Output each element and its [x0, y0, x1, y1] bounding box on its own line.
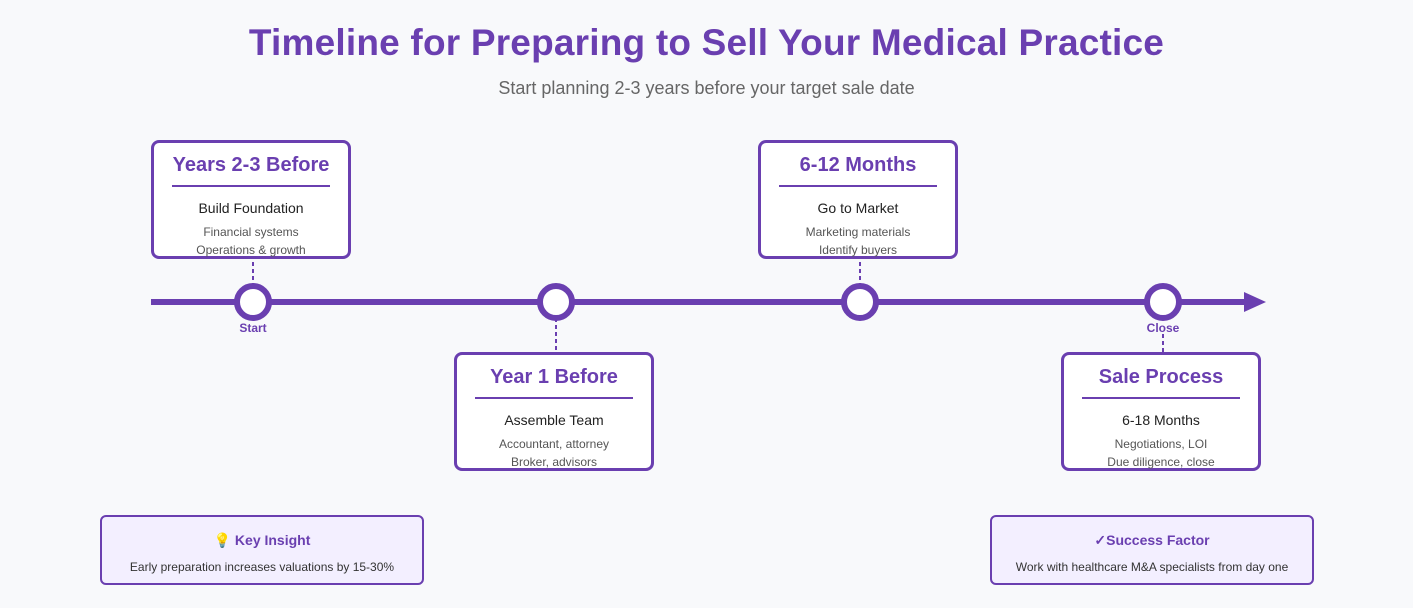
stage-detail: Due diligence, close: [1107, 455, 1215, 469]
stage-box-year-1: Year 1 Before Assemble Team Accountant, …: [454, 352, 654, 471]
stage-title: Year 1 Before: [490, 366, 618, 388]
milestone-marker-4: [1144, 283, 1182, 321]
stage-title: Sale Process: [1098, 366, 1224, 388]
key-insight-callout: 💡 Key Insight Early preparation increase…: [100, 515, 424, 585]
stage-heading: Build Foundation: [198, 200, 304, 216]
stage-title: Years 2-3 Before: [172, 154, 330, 176]
stage-divider: [172, 185, 330, 187]
milestone-marker-1: [234, 283, 272, 321]
stage-detail: Broker, advisors: [510, 455, 598, 469]
timeline-arrowhead: [1244, 292, 1266, 312]
stage-detail: Accountant, attorney: [498, 437, 610, 451]
stage-heading: Go to Market: [817, 200, 899, 216]
stage-title: 6-12 Months: [799, 154, 917, 176]
callout-title: 💡 Key Insight: [102, 532, 422, 549]
stage-detail: Financial systems: [203, 225, 299, 239]
stage-detail: Negotiations, LOI: [1114, 437, 1208, 451]
stage-heading: 6-18 Months: [1122, 412, 1200, 428]
marker-label-start: Start: [239, 321, 267, 335]
milestone-marker-2: [537, 283, 575, 321]
stage-divider: [779, 185, 937, 187]
stage-detail: Identify buyers: [818, 243, 898, 257]
lightbulb-icon: 💡: [213, 532, 232, 548]
callout-text: Early preparation increases valuations b…: [129, 560, 395, 574]
checkmark-icon: ✓: [1094, 532, 1107, 548]
stage-divider: [475, 397, 633, 399]
stage-box-sale-process: Sale Process 6-18 Months Negotiations, L…: [1061, 352, 1261, 471]
milestone-marker-3: [841, 283, 879, 321]
page-subtitle: Start planning 2-3 years before your tar…: [498, 78, 915, 98]
callout-title-text: Key Insight: [234, 532, 311, 548]
stage-detail: Marketing materials: [805, 225, 911, 239]
callout-title-text: Success Factor: [1106, 532, 1210, 548]
callout-title: ✓Success Factor: [992, 532, 1312, 549]
stage-heading: Assemble Team: [504, 412, 604, 428]
stage-detail: Operations & growth: [196, 243, 306, 257]
callout-text: Work with healthcare M&A specialists fro…: [1015, 560, 1289, 574]
marker-label-close: Close: [1146, 321, 1180, 335]
page-title: Timeline for Preparing to Sell Your Medi…: [248, 22, 1165, 63]
stage-box-years-2-3: Years 2-3 Before Build Foundation Financ…: [151, 140, 351, 259]
stage-box-6-12-months: 6-12 Months Go to Market Marketing mater…: [758, 140, 958, 259]
success-factor-callout: ✓Success Factor Work with healthcare M&A…: [990, 515, 1314, 585]
stage-divider: [1082, 397, 1240, 399]
